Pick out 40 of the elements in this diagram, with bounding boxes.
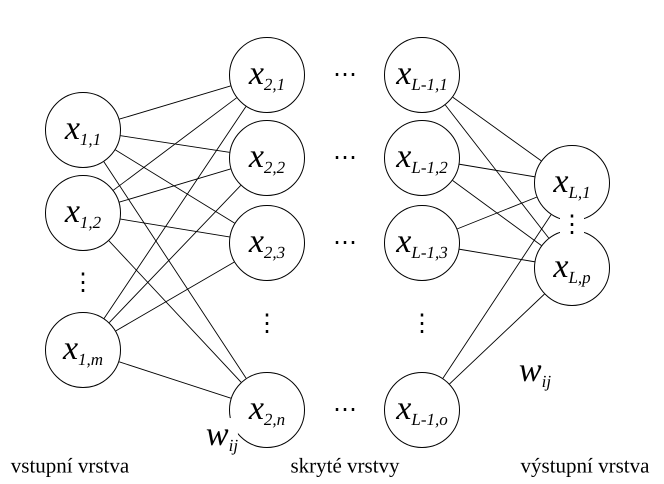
connection-line — [452, 180, 542, 246]
neuron-circle — [45, 175, 121, 251]
connection-line — [108, 184, 242, 324]
connection-line — [118, 361, 232, 399]
neuron-label: x$_{L-1,2}$ — [396, 140, 448, 176]
connection-line — [115, 262, 235, 332]
connection-line — [452, 96, 542, 162]
connection-line — [114, 149, 236, 224]
connection-line — [456, 196, 538, 230]
neuron-label: x$_{L,p}$ — [553, 250, 591, 286]
neuron-label: x$_{2,1}$ — [248, 57, 286, 93]
connection-line — [108, 240, 242, 383]
connection-line — [112, 97, 238, 191]
connection-line — [444, 104, 550, 238]
connection-line — [459, 164, 535, 178]
connection-line — [103, 161, 247, 379]
neuron-label: x$_{L-1,1}$ — [396, 57, 448, 93]
connection-line — [442, 214, 552, 379]
layer-caption: vstupní vrstva — [10, 456, 130, 476]
neuron-label: x$_{L-1,3}$ — [396, 225, 448, 261]
neuron-label: x$_{1,2}$ — [64, 195, 102, 231]
connection-line — [449, 294, 545, 384]
neuron-circle — [229, 120, 305, 196]
connection-line — [118, 85, 232, 120]
connection-line — [118, 168, 232, 203]
neuron-label: x$_{2,n}$ — [248, 392, 286, 428]
connection-line — [104, 106, 246, 319]
connection-line — [120, 218, 230, 238]
weight-label: w$_{ij}$ — [206, 418, 238, 454]
neuron-label: x$_{1,1}$ — [64, 112, 102, 148]
connection-line — [459, 248, 535, 262]
neuron-label: x$_{2,3}$ — [248, 225, 286, 261]
neuron-label: x$_{1,m}$ — [62, 332, 104, 368]
neuron-label: x$_{L,1}$ — [553, 165, 591, 201]
ellipsis: ⋮ — [560, 213, 584, 237]
neuron-label: x$_{2,2}$ — [248, 140, 286, 176]
layer-caption: výstupní vrstva — [520, 456, 650, 476]
neuron-label: x$_{L-1,o}$ — [396, 392, 448, 428]
connection-line — [120, 135, 230, 153]
layer-caption: skryté vrstvy — [290, 456, 400, 476]
